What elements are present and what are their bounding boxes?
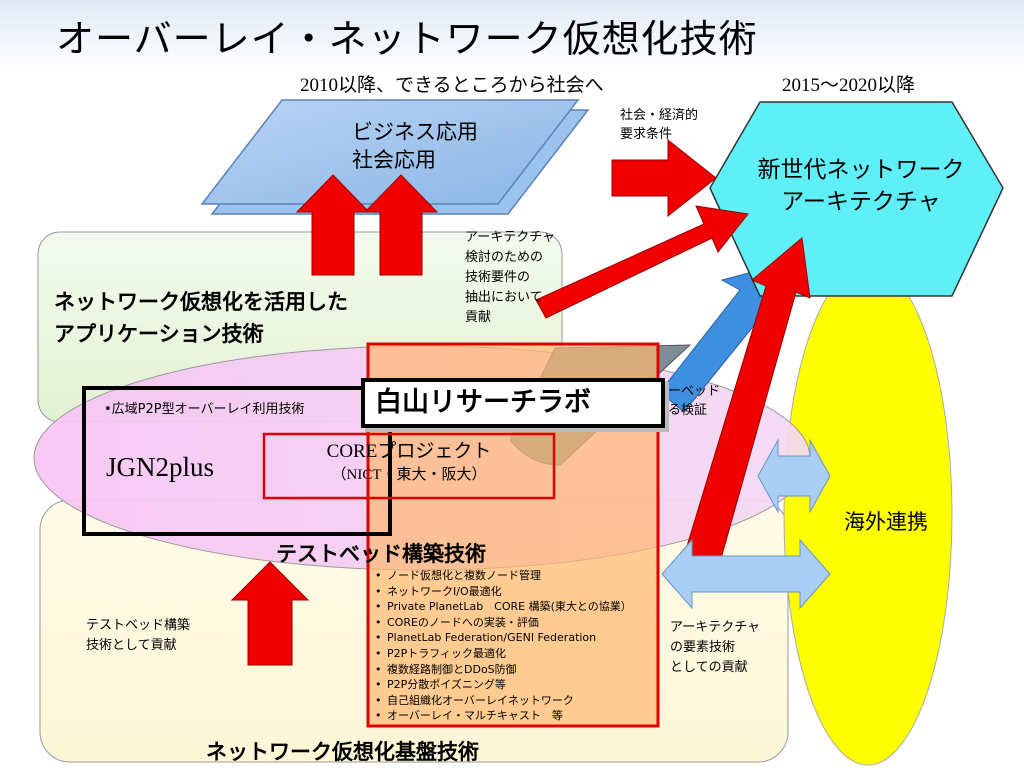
list-item: ネットワークI/O最適化 [375, 584, 632, 600]
list-item: P2P分散ポイズニング等 [375, 677, 632, 693]
red-up-arrow-base [230, 561, 310, 666]
double-arrow-lower [661, 538, 831, 610]
jgn-frame [82, 386, 392, 536]
list-item: 複数経路制御とDDoS防御 [375, 662, 632, 678]
list-item: ノード仮想化と複数ノード管理 [375, 568, 632, 584]
red-up-arrow-1 [295, 174, 371, 276]
business-label: ビジネス応用 社会応用 [352, 120, 478, 172]
list-item: PlanetLab Federation/GENI Federation [375, 630, 632, 646]
double-arrow-upper [757, 438, 831, 514]
red-diag-arrow-upper [535, 205, 749, 319]
ngn-label: 新世代ネットワーク アーキテクチャ [757, 157, 965, 215]
list-item: P2Pトラフィック最適化 [375, 646, 632, 662]
p2p-item: •広域P2P型オーバーレイ利用技術 [104, 402, 305, 417]
jgn2plus-label: JGN2plus [106, 452, 215, 482]
business-shape-front [200, 99, 580, 205]
app-tech-label: ネットワーク仮想化を活用した アプリケーション技術 [54, 290, 348, 346]
testbed-tech-list: ノード仮想化と複数ノード管理 ネットワークI/O最適化 Private Plan… [375, 568, 632, 724]
list-item: Private PlanetLab CORE 構築(東大との協業） [375, 599, 632, 615]
testbed-contribution-label: テストベッド構築 技術として貢献 [86, 618, 191, 653]
socioeconomic-label: 社会・経済的 要求条件 [620, 108, 699, 142]
testbed-tech-label: テストベッド構築技術 [276, 542, 486, 566]
timeline-label-2015: 2015〜2020以降 [782, 75, 916, 96]
core-frame [262, 432, 556, 500]
timeline-label-2010: 2010以降、できるところから社会へ [300, 75, 604, 96]
testbed-verify-label: ーベッド る検証 [668, 384, 721, 418]
core-project-label: COREプロジェクト （NICT・東大・阪大） [326, 441, 492, 483]
list-item: 自己組織化オーバーレイネットワーク [375, 693, 632, 709]
red-tall-arrow [683, 237, 811, 563]
ngn-hexagon [709, 101, 1004, 297]
list-item: オーバーレイ・マルチキャスト 等 [375, 708, 632, 724]
red-up-arrow-2 [363, 174, 439, 276]
red-right-arrow [611, 138, 717, 218]
element-contribution-label: アーキテクチャ の要素技術 としての貢献 [670, 620, 761, 675]
page-title: オーバーレイ・ネットワーク仮想化技術 [56, 17, 758, 61]
list-item: COREのノードへの実装・評価 [375, 615, 632, 631]
title-banner [0, 0, 1024, 70]
arch-contribution-label: アーキテクチャ 検討のための 技術要件の 抽出において 貢献 [465, 230, 556, 325]
base-tech-label: ネットワーク仮想化基盤技術 [206, 740, 479, 764]
overseas-label: 海外連携 [844, 510, 928, 534]
shirayama-research-lab: 白山リサーチラボ [361, 378, 665, 428]
